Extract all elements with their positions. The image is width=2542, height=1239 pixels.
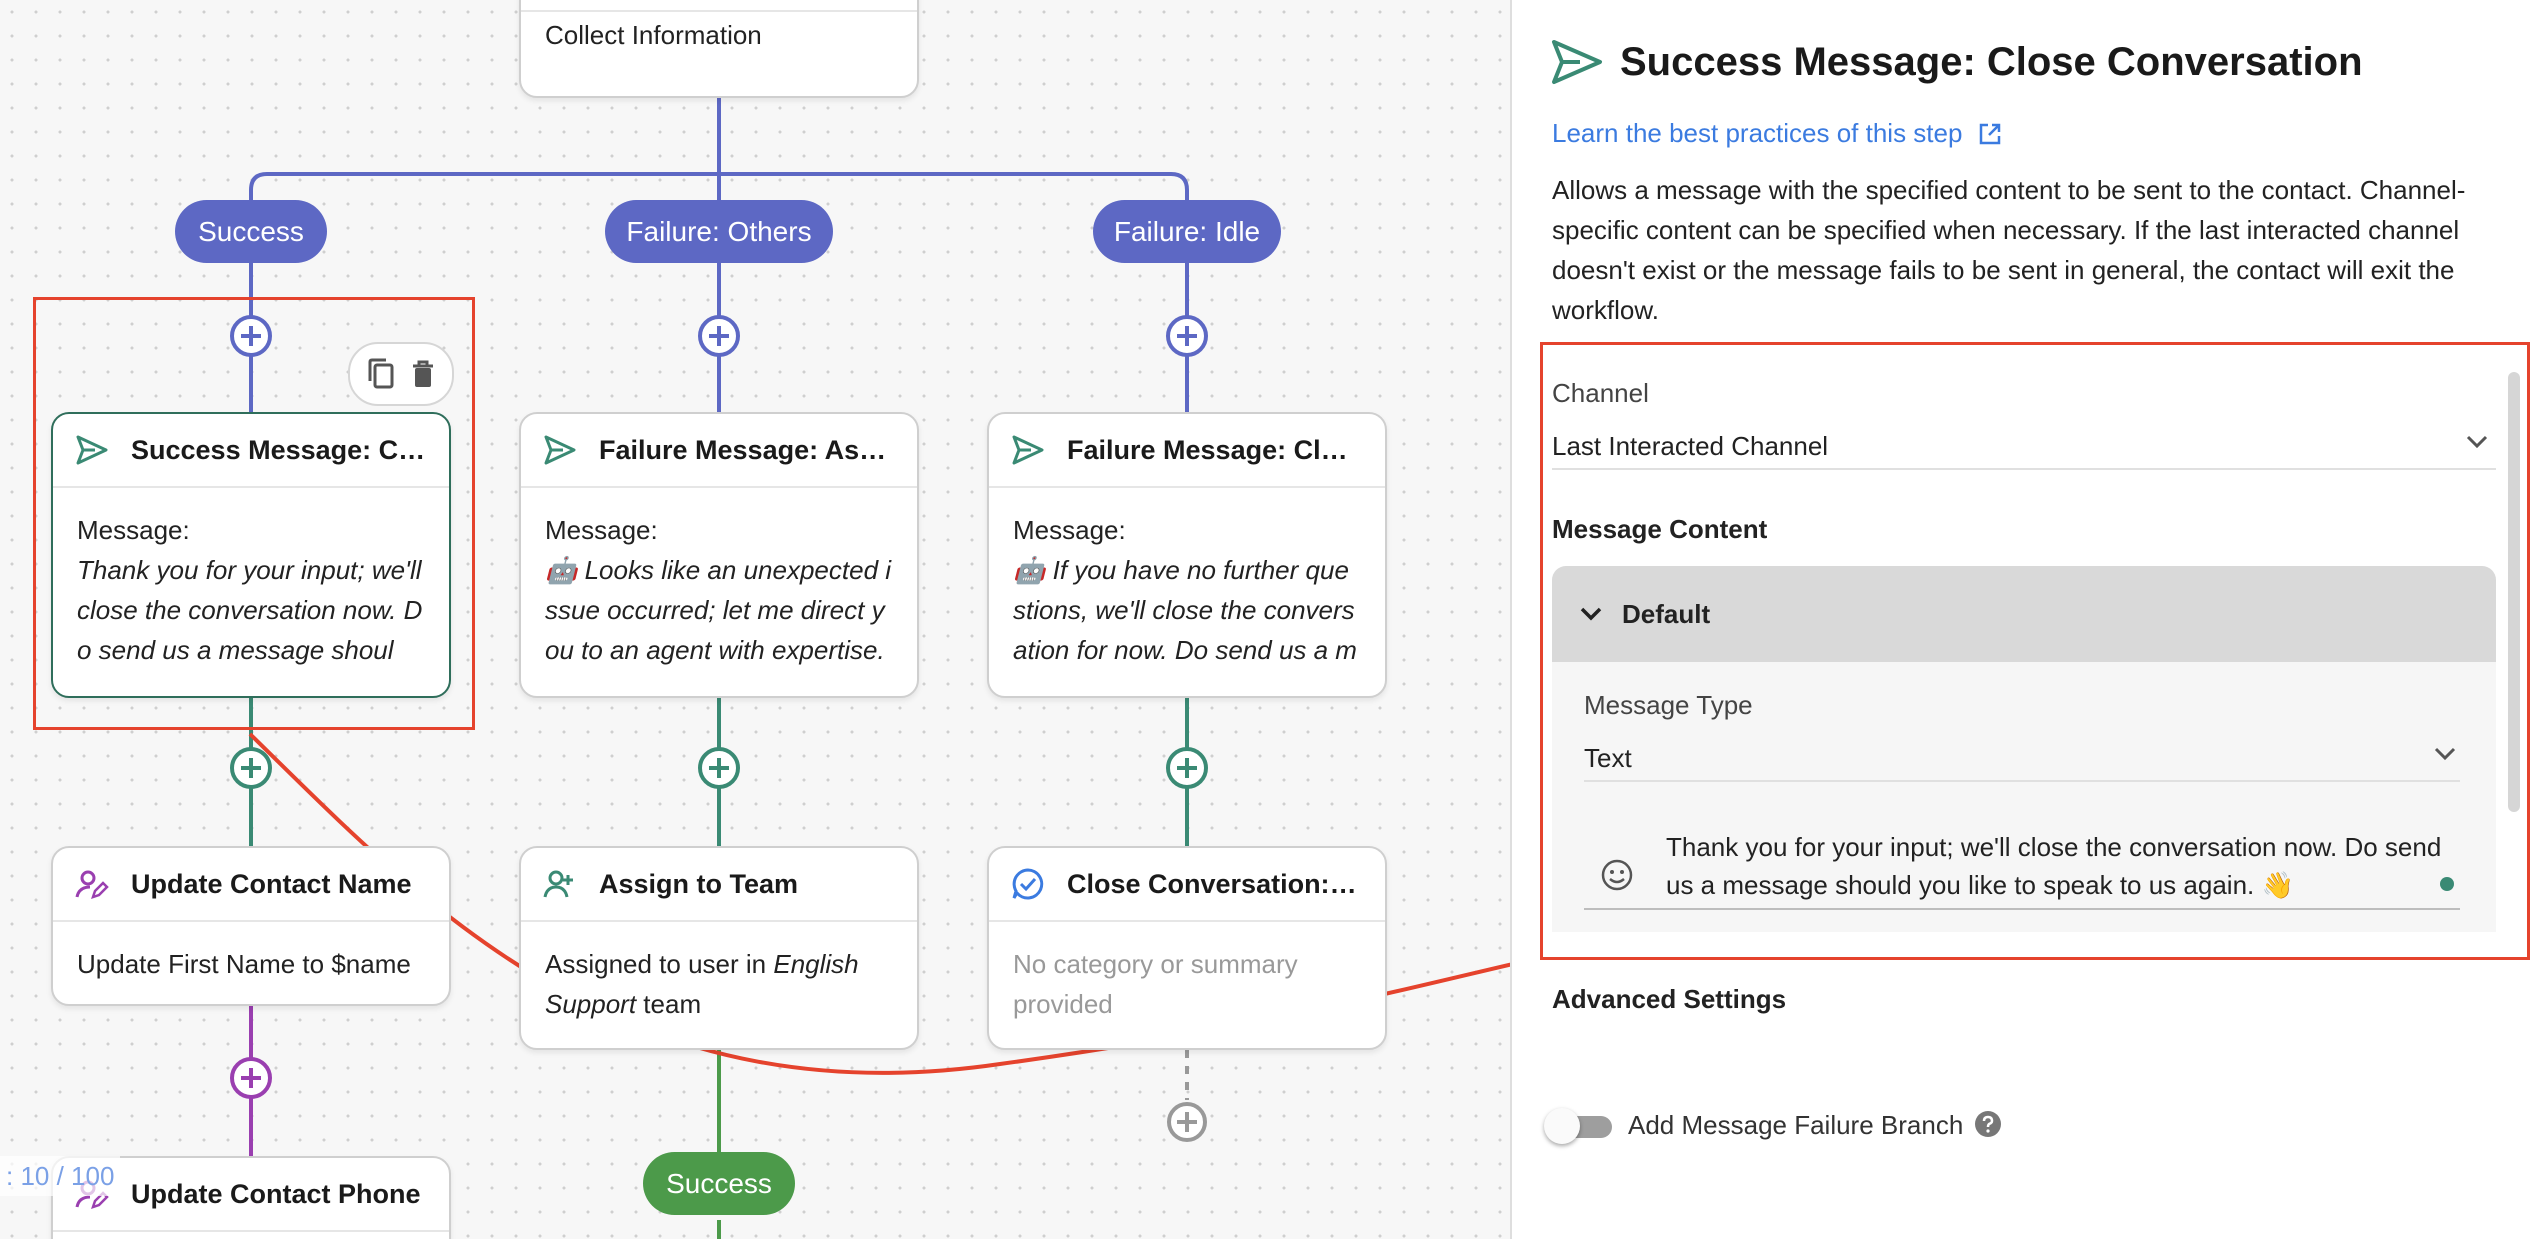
- send-icon: [1012, 435, 1044, 465]
- failure-message-close-node[interactable]: Failure Message: Close … Message: 🤖 If y…: [987, 412, 1387, 698]
- plus-circle-icon[interactable]: [1166, 747, 1208, 789]
- advanced-settings-label: Advanced Settings: [1552, 984, 1787, 1014]
- plus-circle-icon[interactable]: [1167, 1102, 1207, 1142]
- plus-circle-icon[interactable]: [230, 747, 272, 789]
- update-contact-name-node[interactable]: Update Contact Name Update First Name to…: [51, 846, 451, 1006]
- node-body-suffix: team: [636, 989, 702, 1019]
- branch-success-bottom[interactable]: Success: [643, 1152, 795, 1215]
- team-name: English Support: [545, 949, 859, 1019]
- message-content-label: Message Content: [1552, 514, 1768, 544]
- highlight-box: [33, 297, 475, 730]
- send-icon: [76, 435, 108, 465]
- plus-circle-icon[interactable]: [230, 1057, 272, 1099]
- message-type-label: Message Type: [1584, 690, 1753, 720]
- send-icon: [544, 435, 576, 465]
- node-title: Close Conversation: Idle: [1067, 868, 1363, 899]
- chevron-down-icon[interactable]: [2464, 432, 2490, 452]
- workflow-canvas[interactable]: Collect Information Success Failure: Oth…: [0, 0, 1510, 1239]
- step-settings-panel: Success Message: Close Conversation Lear…: [1512, 0, 2542, 1239]
- send-icon: [1552, 40, 1602, 84]
- failure-branch-toggle[interactable]: [1544, 1108, 1616, 1144]
- channel-underline: [1552, 468, 2496, 470]
- node-title: Update Contact Phone: [131, 1178, 421, 1209]
- plus-circle-icon[interactable]: [230, 315, 272, 357]
- message-text-underline: [1584, 908, 2460, 910]
- message-preview: 🤖 If you have no further questions, we'l…: [1013, 555, 1357, 665]
- node-title: Assign to Team: [599, 868, 799, 899]
- link-text: Learn the best practices of this step: [1552, 118, 1963, 148]
- node-title: Failure Message: Assign…: [599, 434, 895, 465]
- node-toolbar: [348, 342, 454, 406]
- highlight-box: [1540, 342, 2530, 960]
- character-counter: : 10 / 100: [0, 1156, 121, 1196]
- user-edit-icon: [75, 870, 109, 899]
- failure-message-assign-node[interactable]: Failure Message: Assign… Message: 🤖 Look…: [519, 412, 919, 698]
- panel-title: Success Message: Close Conversation: [1620, 39, 2363, 84]
- branch-failure-idle[interactable]: Failure: Idle: [1093, 200, 1281, 263]
- default-accordion-header[interactable]: Default: [1552, 566, 2496, 662]
- failure-branch-label: Add Message Failure Branch: [1628, 1110, 1964, 1140]
- close-conversation-idle-node[interactable]: Close Conversation: Idle No category or …: [987, 846, 1387, 1050]
- status-dot: [2440, 877, 2454, 891]
- branch-success[interactable]: Success: [175, 200, 327, 263]
- plus-circle-icon[interactable]: [698, 315, 740, 357]
- node-body: No category or summary provided: [1013, 949, 1298, 1019]
- step-description: Allows a message with the specified cont…: [1552, 175, 2466, 325]
- emoji-icon[interactable]: [1600, 858, 1634, 892]
- chevron-down-icon: [1580, 607, 1602, 621]
- learn-best-practices-link[interactable]: Learn the best practices of this step: [1552, 118, 2002, 149]
- toggle-thumb: [1544, 1108, 1580, 1144]
- node-title: Failure Message: Close …: [1067, 434, 1363, 465]
- node-title: Update Contact Name: [131, 868, 412, 899]
- user-add-icon: [543, 870, 573, 898]
- message-type-select[interactable]: Text: [1584, 743, 1632, 773]
- chevron-down-icon[interactable]: [2432, 744, 2458, 764]
- node-title: Collect Information: [545, 20, 762, 50]
- plus-circle-icon[interactable]: [698, 747, 740, 789]
- channel-label: Channel: [1552, 378, 1649, 408]
- delete-icon[interactable]: [410, 359, 436, 389]
- collect-information-node[interactable]: Collect Information: [519, 0, 919, 98]
- default-label: Default: [1622, 598, 1711, 629]
- default-accordion-body: [1552, 662, 2496, 932]
- external-link-icon: [1980, 123, 2001, 144]
- help-icon[interactable]: [1974, 1110, 2002, 1138]
- node-body: Update First Name to $name: [77, 949, 411, 979]
- message-label: Message:: [1013, 515, 1126, 545]
- node-body-prefix: Assigned to user in: [545, 949, 774, 979]
- branch-failure-others[interactable]: Failure: Others: [605, 200, 833, 263]
- message-label: Message:: [545, 515, 658, 545]
- chat-check-icon: [1012, 868, 1044, 900]
- message-label: Message:: [77, 515, 190, 545]
- success-message-node[interactable]: Success Message: Clos… Message: Thank yo…: [51, 412, 451, 698]
- panel-divider: [1510, 0, 1512, 1239]
- plus-circle-icon[interactable]: [1166, 315, 1208, 357]
- message-preview: 🤖 Looks like an unexpected issue occurre…: [545, 555, 892, 665]
- assign-to-team-node[interactable]: Assign to Team Assigned to user in Engli…: [519, 846, 919, 1050]
- message-type-underline: [1584, 780, 2460, 782]
- message-preview: Thank you for your input; we'll close th…: [77, 555, 423, 665]
- copy-icon[interactable]: [366, 357, 396, 391]
- scrollbar[interactable]: [2508, 372, 2520, 812]
- message-text-input[interactable]: Thank you for your input; we'll close th…: [1666, 832, 2442, 900]
- channel-select[interactable]: Last Interacted Channel: [1552, 431, 1829, 461]
